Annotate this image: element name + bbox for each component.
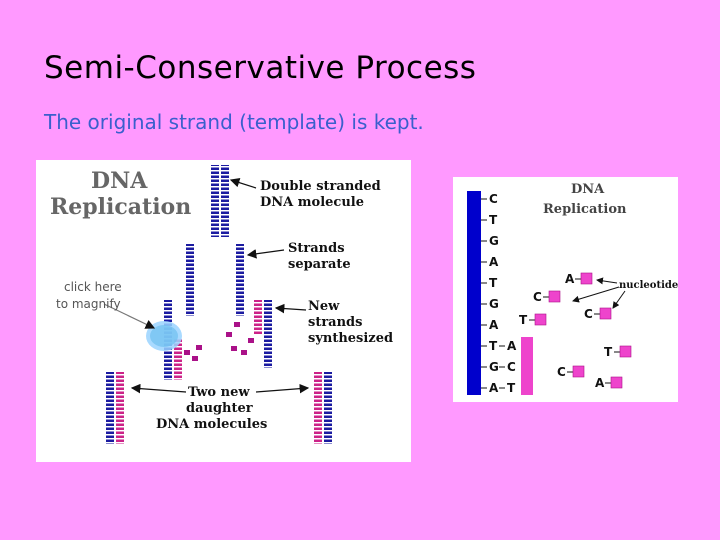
- paired-base: C: [507, 360, 516, 374]
- template-base: G: [489, 234, 499, 248]
- free-nucleotide-square: [619, 345, 632, 358]
- free-nucleotides: [184, 322, 254, 361]
- free-nucleotide-base: A: [565, 272, 575, 286]
- daughter-molecule-right: [314, 372, 332, 444]
- free-nucleotide-base: C: [557, 365, 566, 379]
- label-separate-line1: Strands: [288, 241, 345, 256]
- slide-subtitle: The original strand (template) is kept.: [44, 110, 424, 134]
- label-double-line2: DNA molecule: [260, 195, 364, 210]
- template-base: T: [489, 213, 498, 227]
- label-double-line1: Double stranded: [260, 179, 381, 194]
- daughter-molecule-left: [106, 372, 124, 444]
- free-nucleotide-base: C: [584, 307, 593, 321]
- new-strand: [521, 337, 533, 395]
- label-new-line1: New: [308, 299, 340, 314]
- free-nucleotide-base: A: [595, 376, 605, 390]
- template-base: T: [489, 339, 498, 353]
- label-daughter-line2: daughter: [186, 401, 253, 416]
- free-nucleotide-square: [580, 272, 593, 285]
- slide-title: Semi-Conservative Process: [44, 50, 477, 86]
- free-nucleotide-square: [534, 313, 547, 326]
- free-nucleotide-square: [610, 376, 623, 389]
- template-base: A: [489, 318, 499, 332]
- dna-replication-diagram: DNA Replication Double stranded DNA mole…: [36, 160, 411, 462]
- magnify-line2[interactable]: to magnify: [56, 297, 121, 311]
- magnify-line1[interactable]: click here: [64, 280, 122, 294]
- label-daughter-line3: DNA molecules: [156, 417, 267, 432]
- paired-base: A: [507, 339, 517, 353]
- magnifier-icon[interactable]: [146, 321, 182, 351]
- right-heading-line1: DNA: [571, 182, 605, 197]
- template-base: G: [489, 297, 499, 311]
- left-heading: DNA Replication: [50, 168, 191, 220]
- template-base: A: [489, 255, 499, 269]
- free-nucleotide-base: T: [604, 345, 613, 359]
- label-daughter-line1: Two new: [188, 385, 250, 400]
- template-strand: [467, 191, 481, 395]
- template-base: G: [489, 360, 499, 374]
- free-nucleotide-square: [548, 290, 561, 303]
- paired-base-list: ACT: [499, 339, 517, 395]
- double-strand-molecule: [211, 165, 229, 237]
- separating-strands: [186, 244, 244, 316]
- right-heading-line2: Replication: [543, 202, 627, 217]
- paired-base: T: [507, 381, 516, 395]
- nucleotides-label: nucleotides: [619, 280, 678, 291]
- label-new-line3: synthesized: [308, 331, 393, 346]
- free-nucleotide-square: [572, 365, 585, 378]
- template-base: C: [489, 192, 498, 206]
- left-heading-line1: DNA: [91, 168, 148, 194]
- template-base: A: [489, 381, 499, 395]
- left-heading-line2: Replication: [50, 194, 191, 220]
- label-new-line2: strands: [308, 315, 362, 330]
- label-separate-line2: separate: [288, 257, 351, 272]
- free-nucleotide-base: C: [533, 290, 542, 304]
- free-nucleotide-square: [599, 307, 612, 320]
- template-base: T: [489, 276, 498, 290]
- free-nucleotide-base: T: [519, 313, 528, 327]
